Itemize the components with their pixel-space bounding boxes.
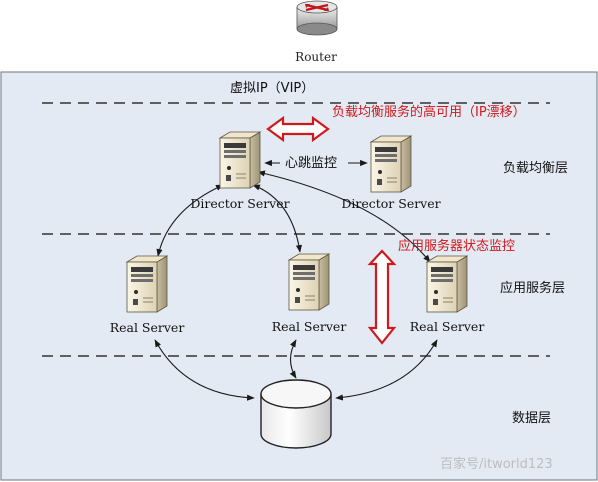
- router-icon: [296, 0, 338, 36]
- link-director-real1: [156, 184, 224, 257]
- director-server-backup-label: Director Server: [341, 196, 440, 211]
- router-label: Router: [295, 50, 337, 64]
- layer-label-lb: 负载均衡层: [503, 161, 568, 176]
- ha-label: 负载均衡服务的高可用（IP漂移）: [332, 104, 526, 120]
- layer-label-data: 数据层: [512, 411, 551, 426]
- monitor-label: 应用服务器状态监控: [398, 238, 515, 254]
- director-server-primary-icon: [219, 131, 261, 189]
- monitor-arrow-icon: [367, 249, 397, 345]
- real-server-2-label: Real Server: [272, 319, 347, 334]
- link-real2-db: [289, 339, 297, 379]
- watermark: 百家号/itworld123: [440, 456, 553, 472]
- real-server-3-icon: [426, 255, 468, 313]
- heartbeat-label: 心跳监控: [285, 156, 337, 171]
- link-real3-db: [335, 339, 438, 401]
- real-server-1-label: Real Server: [110, 320, 185, 335]
- link-director-real3: [257, 170, 431, 263]
- database-icon: [260, 379, 332, 449]
- layer-label-app: 应用服务层: [500, 280, 565, 296]
- vip-label: 虚拟IP（VIP）: [230, 81, 314, 96]
- director-server-primary-label: Director Server: [190, 196, 289, 211]
- real-server-2-icon: [288, 253, 330, 311]
- ha-arrow-icon: [266, 115, 330, 143]
- real-server-3-label: Real Server: [410, 319, 485, 334]
- link-real1-db: [154, 339, 255, 401]
- real-server-1-icon: [126, 255, 168, 313]
- director-server-backup-icon: [370, 135, 412, 193]
